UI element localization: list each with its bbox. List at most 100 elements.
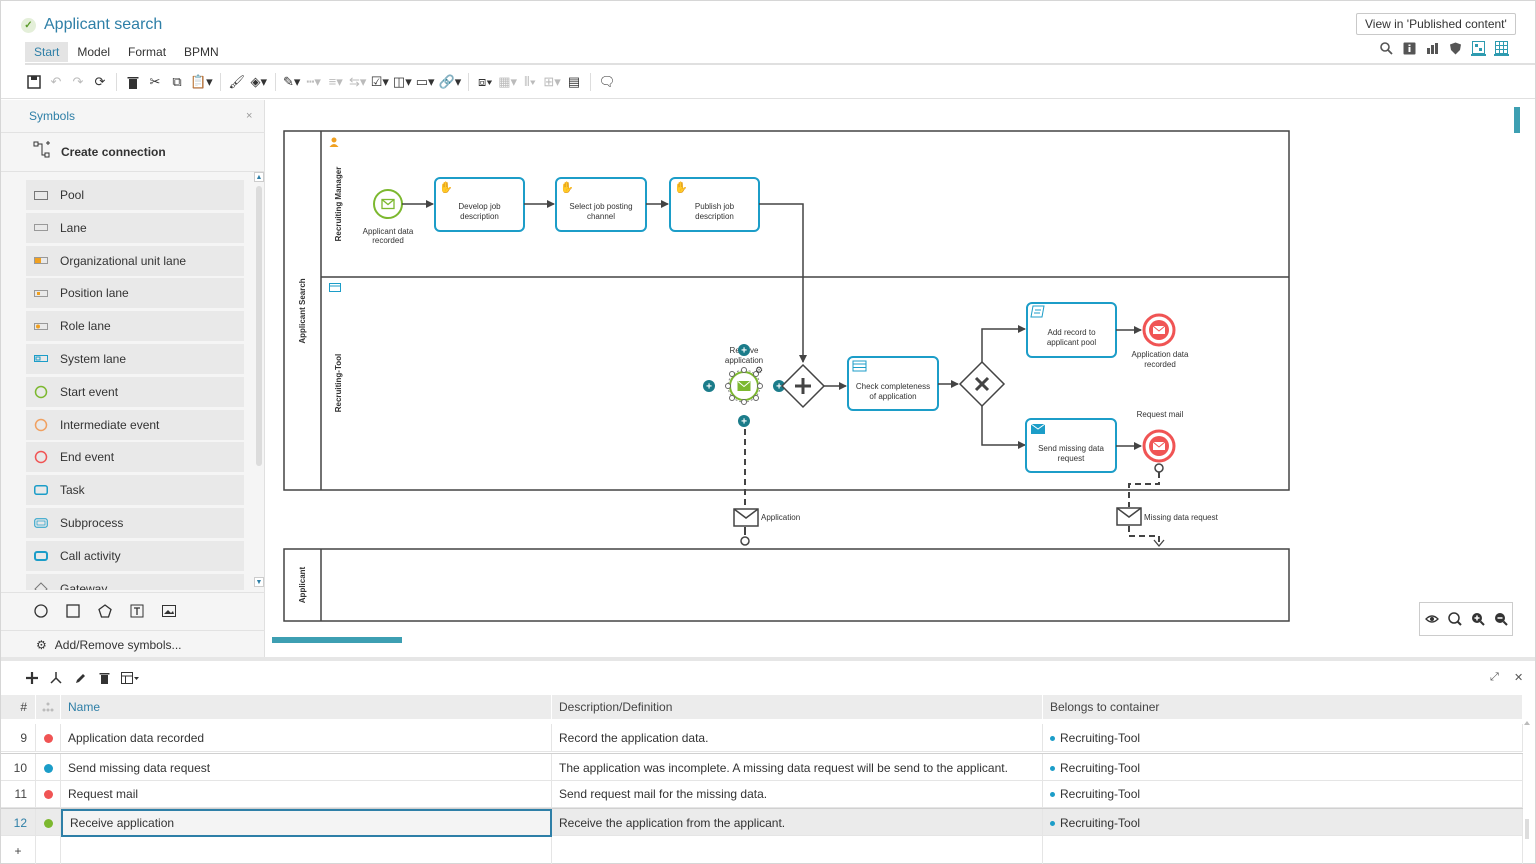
add-comment-icon[interactable]: 🗨 [598, 74, 616, 89]
distribute-icon[interactable]: ⫴▾ [524, 74, 536, 89]
delete-icon[interactable] [97, 672, 111, 684]
arrow-style-icon[interactable]: ⇆▾ [349, 74, 367, 89]
panel-divider[interactable] [1, 657, 1535, 661]
columns-icon[interactable] [121, 672, 139, 684]
scroll-down-icon[interactable]: ▼ [254, 577, 264, 587]
row-name-editing[interactable]: Receive application [61, 809, 552, 837]
message-envelope-icon[interactable] [1116, 507, 1142, 526]
shield-icon[interactable] [1448, 41, 1463, 56]
table-row-new[interactable]: + [1, 837, 1523, 864]
symbol-subprocess[interactable]: Subprocess [26, 507, 244, 538]
hierarchy-icon[interactable] [49, 671, 63, 685]
add-remove-symbols-button[interactable]: ⚙ Add/Remove symbols... [1, 630, 265, 658]
group-icon[interactable]: ⧈▾ [477, 74, 493, 89]
tab-format[interactable]: Format [128, 45, 167, 59]
table-row[interactable]: 9 Application data recorded Record the a… [1, 724, 1523, 752]
selection-handles[interactable] [725, 367, 763, 405]
text-shape-icon[interactable] [129, 603, 145, 619]
add-row-button[interactable]: + [1, 837, 36, 864]
sequence-flow[interactable] [981, 325, 1026, 362]
refresh-icon[interactable]: ⟳ [94, 74, 106, 89]
symbol-end-event[interactable]: End event [26, 442, 244, 473]
view-published-button[interactable]: View in 'Published content' [1356, 13, 1516, 35]
symbol-scrollbar[interactable]: ▲ ▼ [254, 172, 264, 590]
symbol-org-unit-lane[interactable]: Organizational unit lane [26, 245, 244, 276]
symbol-start-event[interactable]: Start event [26, 376, 244, 407]
symbol-system-lane[interactable]: System lane [26, 343, 244, 374]
row-name[interactable]: Application data recorded [61, 724, 552, 752]
zoom-in-icon[interactable] [1470, 612, 1485, 627]
insert-callout-icon[interactable]: ▭▾ [415, 74, 435, 89]
redo-icon[interactable]: ↷ [72, 74, 84, 89]
row-description[interactable]: Record the application data. [552, 724, 1043, 752]
symbol-position-lane[interactable]: Position lane [26, 278, 244, 309]
symbol-lane[interactable]: Lane [26, 212, 244, 243]
circle-shape-icon[interactable] [33, 603, 49, 619]
line-style-icon[interactable]: ┅▾ [306, 74, 321, 89]
row-description[interactable]: Send request mail for the missing data. [552, 780, 1043, 808]
save-icon[interactable] [25, 72, 43, 92]
header-name[interactable]: Name [61, 695, 552, 719]
symbol-intermediate-event[interactable]: Intermediate event [26, 409, 244, 440]
row-container[interactable]: Recruiting-Tool [1043, 809, 1523, 837]
table-row[interactable]: 10 Send missing data request The applica… [1, 753, 1523, 782]
pool-applicant-search[interactable] [283, 130, 1290, 491]
header-num[interactable]: # [1, 695, 36, 719]
info-icon[interactable] [1402, 41, 1417, 56]
table-scrollbar[interactable] [1523, 719, 1531, 843]
create-connection-button[interactable]: Create connection [1, 132, 265, 172]
search-icon[interactable] [1379, 41, 1394, 56]
scroll-thumb[interactable] [256, 186, 262, 466]
empty-cell[interactable] [552, 837, 1043, 864]
edit-icon[interactable] [73, 672, 87, 685]
line-color-icon[interactable]: ✎▾ [283, 74, 301, 89]
expand-icon[interactable]: ⤢ [1490, 671, 1499, 683]
header-container[interactable]: Belongs to container [1043, 695, 1523, 719]
format-painter-icon[interactable]: 🖌 [228, 74, 245, 89]
message-flow-missing-data[interactable] [1128, 472, 1160, 507]
diagram-view-icon[interactable] [1471, 41, 1486, 56]
row-name[interactable]: Send missing data request [61, 754, 552, 782]
close-table-icon[interactable]: ✕ [1514, 672, 1524, 684]
paste-icon[interactable]: 📋▾ [190, 74, 213, 89]
tab-bpmn[interactable]: BPMN [184, 45, 219, 59]
row-description[interactable]: The application was incomplete. A missin… [552, 754, 1043, 782]
eye-icon[interactable] [1424, 612, 1439, 627]
symbol-pool[interactable]: Pool [26, 180, 244, 210]
arrange-icon[interactable]: ⊞▾ [543, 74, 561, 89]
connector-handle-right[interactable]: + [773, 380, 785, 393]
empty-cell[interactable] [61, 837, 552, 864]
close-icon[interactable]: × [246, 110, 253, 122]
connector-handle-bottom[interactable]: + [738, 415, 750, 428]
align-icon[interactable]: ▦▾ [498, 74, 518, 89]
bar-chart-icon[interactable] [1425, 41, 1440, 56]
message-envelope-icon[interactable] [733, 508, 759, 527]
canvas-horizontal-scrollbar[interactable] [272, 637, 402, 643]
pool-applicant[interactable] [283, 548, 1290, 622]
pentagon-shape-icon[interactable] [97, 603, 113, 619]
row-container[interactable]: Recruiting-Tool [1043, 780, 1523, 808]
sequence-flow[interactable] [981, 406, 1026, 449]
line-weight-icon[interactable]: ≡▾ [328, 74, 343, 89]
diagram-canvas[interactable]: Applicant Search Recruiting Manager Recr… [272, 107, 1526, 649]
connector-handle-top[interactable]: + [738, 344, 750, 357]
row-container[interactable]: Recruiting-Tool [1043, 724, 1523, 752]
symbol-task[interactable]: Task [26, 475, 244, 506]
undo-icon[interactable]: ↶ [50, 74, 62, 89]
delete-icon[interactable] [124, 72, 142, 92]
zoom-100-icon[interactable] [1447, 612, 1462, 627]
connector-handle-left[interactable]: + [703, 380, 715, 393]
table-view-icon[interactable] [1494, 41, 1509, 56]
row-description[interactable]: Receive the application from the applica… [552, 809, 1043, 837]
hierarchy-header-icon[interactable] [36, 695, 61, 719]
table-row-selected[interactable]: 12 Receive application Receive the appli… [1, 808, 1523, 837]
edit-attributes-icon[interactable]: ☑▾ [370, 74, 389, 89]
canvas-vertical-scrollbar[interactable] [1514, 107, 1520, 133]
symbol-call-activity[interactable]: Call activity [26, 540, 244, 571]
copy-icon[interactable]: ⧉ [172, 74, 182, 89]
symbol-role-lane[interactable]: Role lane [26, 311, 244, 342]
tab-model[interactable]: Model [77, 45, 111, 59]
sequence-flow[interactable] [759, 203, 807, 363]
zoom-out-icon[interactable] [1493, 612, 1508, 627]
message-flow-missing-data[interactable] [1128, 526, 1160, 543]
